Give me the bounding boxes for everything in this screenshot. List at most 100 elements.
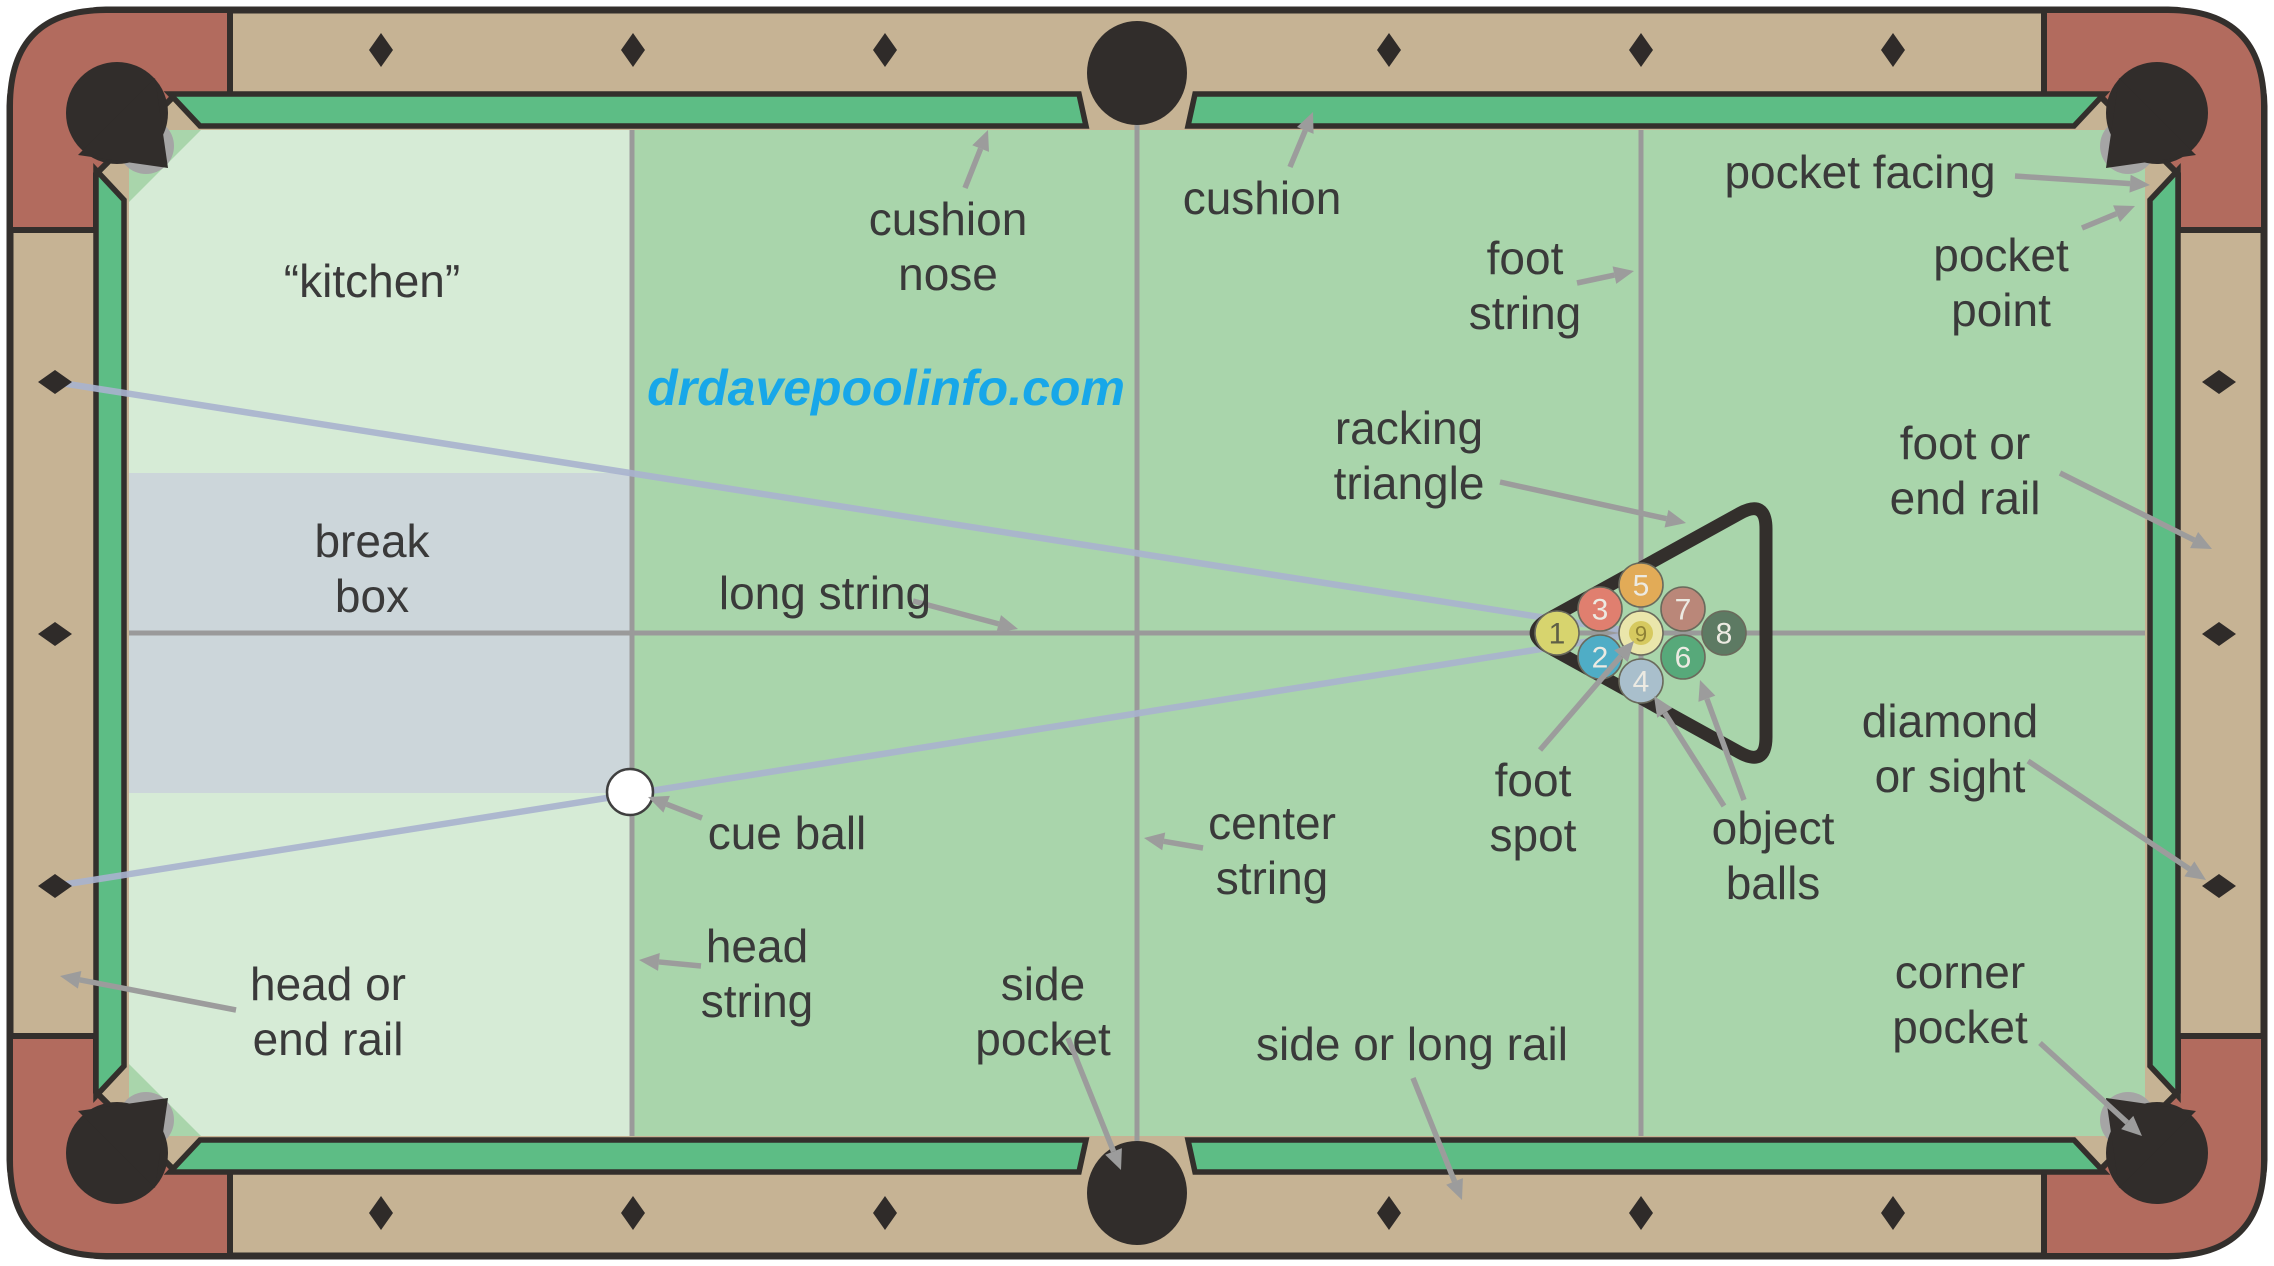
diamond-top-rail-2 [621, 33, 645, 67]
arrow-center-string [1163, 838, 1204, 851]
diamond-bottom-rail-3 [873, 1196, 897, 1230]
label-corner-pocket-line1: corner [1895, 946, 2025, 998]
diamond-top-rail-1 [369, 33, 393, 67]
label-foot-string-line1: foot [1487, 232, 1564, 284]
break-line-upper [54, 378, 1642, 637]
arrow-object-balls-6-head [1698, 680, 1716, 702]
arrow-foot-or-end-rail-head [2190, 532, 2212, 549]
ball-5 [1618, 562, 1664, 608]
arrow-cushion-nose [962, 147, 984, 190]
arrow-pocket-facing [2014, 173, 2131, 187]
arrow-cushion [1287, 129, 1308, 169]
diamond-top-rail-5 [1629, 33, 1653, 67]
ball-1-number: 1 [1549, 618, 1566, 651]
label-head-string-line2: string [701, 975, 813, 1027]
arrow-long-string-head [996, 615, 1018, 633]
diamond-bottom-rail-5 [1629, 1196, 1653, 1230]
arrow-head-string-head [639, 952, 660, 971]
arrow-center-string-head [1144, 832, 1166, 851]
label-kitchen: “kitchen” [284, 255, 460, 307]
cushion-bottom-left [163, 1137, 1090, 1175]
label-pocket-point-line1: pocket [1933, 229, 2069, 281]
label-cushion-nose-line2: nose [898, 248, 998, 300]
label-foot-spot-line2: spot [1490, 809, 1577, 861]
ball-5-number: 5 [1633, 570, 1650, 603]
arrow-object-balls-4-head [1654, 696, 1673, 718]
label-foot-or-end-rail-line1: foot or [1900, 417, 2030, 469]
arrow-foot-spot-head [1614, 641, 1634, 663]
ball-1 [1534, 610, 1580, 656]
arrow-pocket-facing-head [2129, 174, 2150, 193]
ball-8-number: 8 [1716, 618, 1733, 651]
arrow-side-pocket-head [1105, 1148, 1122, 1170]
arrow-cushion-head [1296, 112, 1314, 134]
pocket-top-right-mouth [2106, 78, 2196, 168]
label-cushion-nose-line1: cushion [869, 193, 1028, 245]
ball-7 [1660, 586, 1706, 632]
label-center-string-line1: center [1208, 797, 1336, 849]
ball-4 [1618, 658, 1664, 704]
arrow-pocket-point [2080, 211, 2118, 231]
arrow-foot-or-end-rail [2058, 470, 2196, 543]
label-diamond-or-sight-line1: diamond [1862, 695, 2038, 747]
label-cue-ball: cue ball [708, 807, 867, 859]
label-long-string: long string [719, 567, 931, 619]
label-racking-triangle-line2: triangle [1334, 457, 1485, 509]
label-cushion: cushion [1183, 172, 1342, 224]
ball-6-number: 6 [1675, 642, 1692, 675]
label-break-box-line2: box [335, 570, 409, 622]
arrow-pocket-point-head [2113, 205, 2135, 222]
arrow-diamond-or-sight-head [2184, 861, 2206, 880]
arrow-foot-string [1576, 272, 1615, 286]
ball-7-number: 7 [1675, 594, 1692, 627]
watermark: drdavepoolinfo.com [647, 360, 1125, 416]
label-diamond-or-sight-line2: or sight [1875, 750, 2026, 802]
cue-ball [605, 767, 655, 817]
arrow-corner-pocket-head [2121, 1115, 2142, 1136]
diamond-bottom-rail-2 [621, 1196, 645, 1230]
label-foot-spot-line1: foot [1495, 754, 1572, 806]
arrow-side-or-long-rail [1410, 1076, 1458, 1183]
diamond-left-rail-1 [38, 370, 72, 394]
label-side-pocket-line1: side [1001, 958, 1085, 1010]
arrow-head-or-end-rail [79, 977, 237, 1013]
ball-8 [1701, 610, 1747, 656]
arrow-cue-ball [665, 801, 703, 821]
label-corner-pocket-line2: pocket [1892, 1001, 2028, 1053]
diamond-top-rail-4 [1377, 33, 1401, 67]
pocket-bottom-left-mouth [78, 1098, 168, 1188]
arrow-object-balls-6 [1704, 697, 1747, 801]
arrow-cue-ball-head [648, 795, 670, 813]
diamond-bottom-rail-1 [369, 1196, 393, 1230]
arrow-diamond-or-sight [2026, 758, 2191, 872]
label-head-or-end-rail-line1: head or [250, 958, 406, 1010]
diamond-top-rail-6 [1881, 33, 1905, 67]
ball-4-number: 4 [1633, 666, 1650, 699]
cushion-left [93, 163, 127, 1103]
cushion-bottom-right [1184, 1137, 2111, 1175]
diamond-right-rail-2 [2202, 622, 2236, 646]
label-break-box-line1: break [314, 515, 430, 567]
diamond-bottom-rail-4 [1377, 1196, 1401, 1230]
label-foot-or-end-rail-line2: end rail [1890, 472, 2041, 524]
ball-2-number: 2 [1592, 642, 1609, 675]
cushion-top-left [163, 91, 1090, 129]
break-line-lower [54, 629, 1642, 890]
ball-9-number: 9 [1635, 622, 1647, 647]
label-object-balls-line1: object [1712, 802, 1835, 854]
diamond-right-rail-1 [2202, 370, 2236, 394]
pocket-top-left-mouth [78, 78, 168, 168]
cushion-top-right [1184, 91, 2111, 129]
arrow-head-or-end-rail-head [60, 970, 82, 989]
diamond-left-rail-2 [38, 622, 72, 646]
cushion-right [2147, 163, 2181, 1103]
ball-9-inner [1629, 621, 1653, 645]
arrow-side-or-long-rail-head [1446, 1178, 1463, 1200]
arrow-corner-pocket [2038, 1040, 2130, 1125]
diamond-bottom-rail-6 [1881, 1196, 1905, 1230]
arrow-long-string [912, 598, 1000, 627]
arrow-racking-triangle [1499, 479, 1668, 522]
label-foot-string-line2: string [1469, 287, 1581, 339]
